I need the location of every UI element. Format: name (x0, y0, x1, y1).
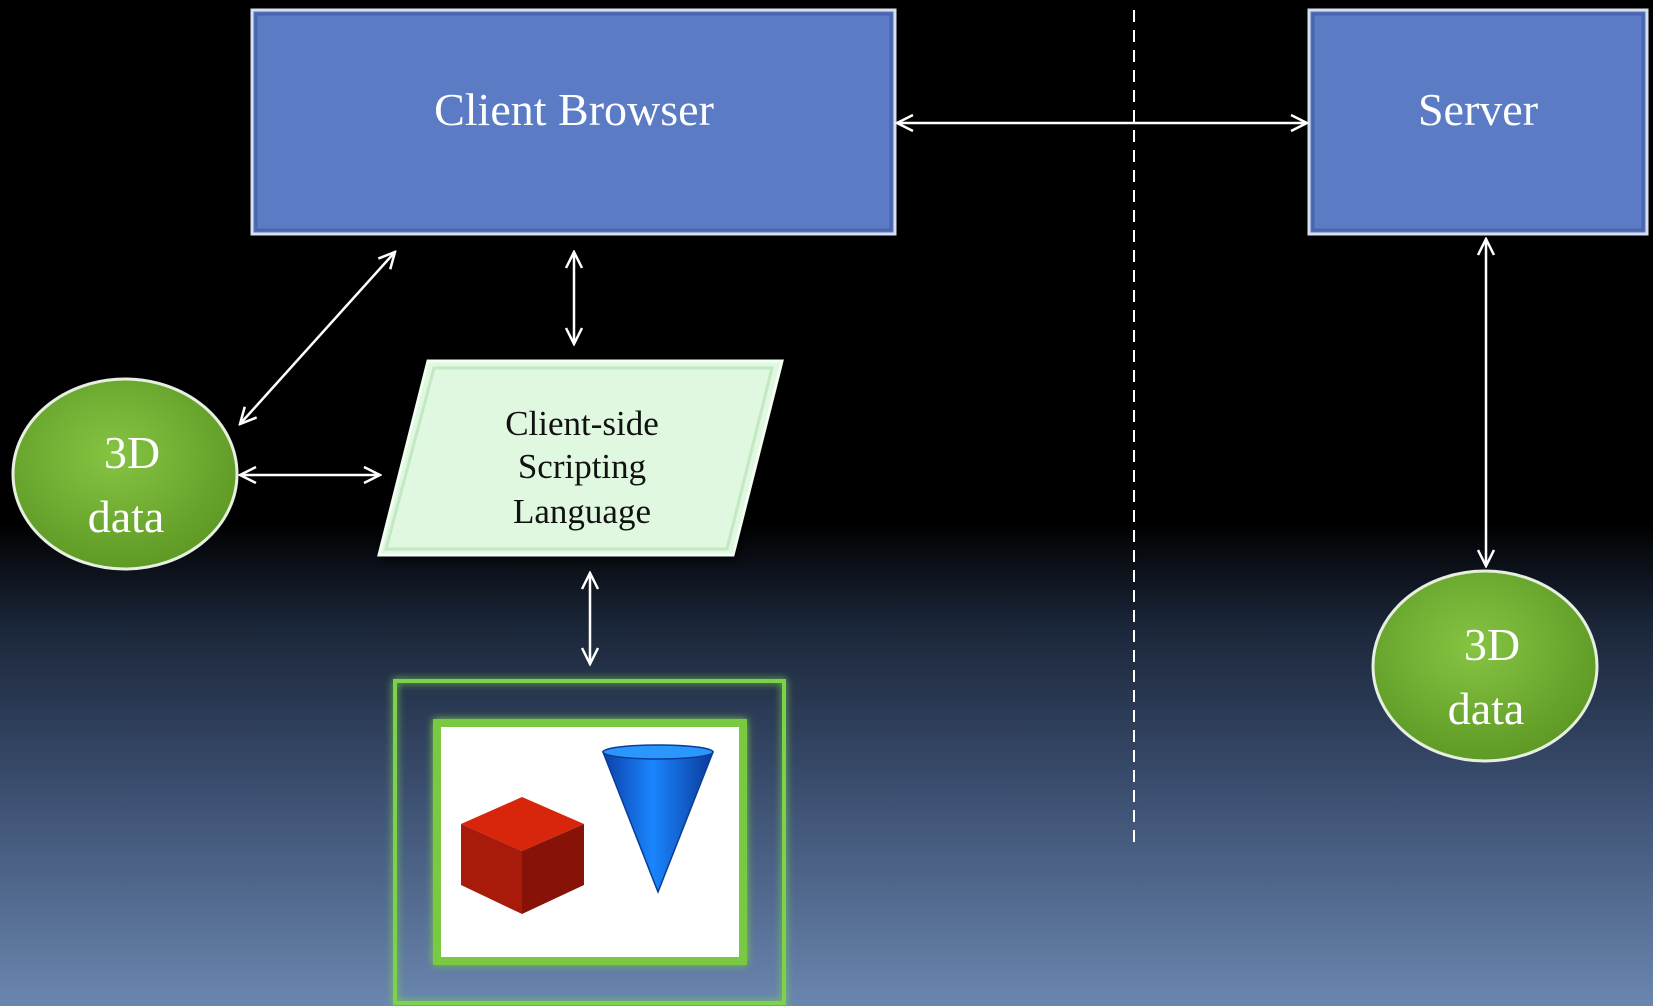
red-cube-icon (461, 797, 584, 914)
right-data-label-line-2: data (1448, 683, 1525, 734)
server-box: Server (1307, 8, 1649, 236)
browser-data-diagonal-arrow (240, 252, 395, 424)
scripting-label-line-2: Scripting (518, 447, 646, 486)
client-browser-box: Client Browser (250, 8, 897, 236)
rendered-scene-frame (393, 679, 786, 1005)
blue-cone-icon (601, 744, 715, 895)
client-browser-label: Client Browser (434, 84, 714, 135)
right-3d-data-node: 3D data (1371, 569, 1599, 763)
scripting-language-node: Client-side Scripting Language (377, 359, 784, 557)
scripting-label-line-1: Client-side (505, 404, 659, 443)
left-data-label-line-2: data (88, 491, 165, 542)
left-3d-data-node: 3D data (11, 377, 239, 571)
right-data-label-line-1: 3D (1464, 619, 1520, 670)
left-data-label-line-1: 3D (104, 427, 160, 478)
server-label: Server (1418, 84, 1538, 135)
scripting-label-line-3: Language (513, 492, 651, 531)
